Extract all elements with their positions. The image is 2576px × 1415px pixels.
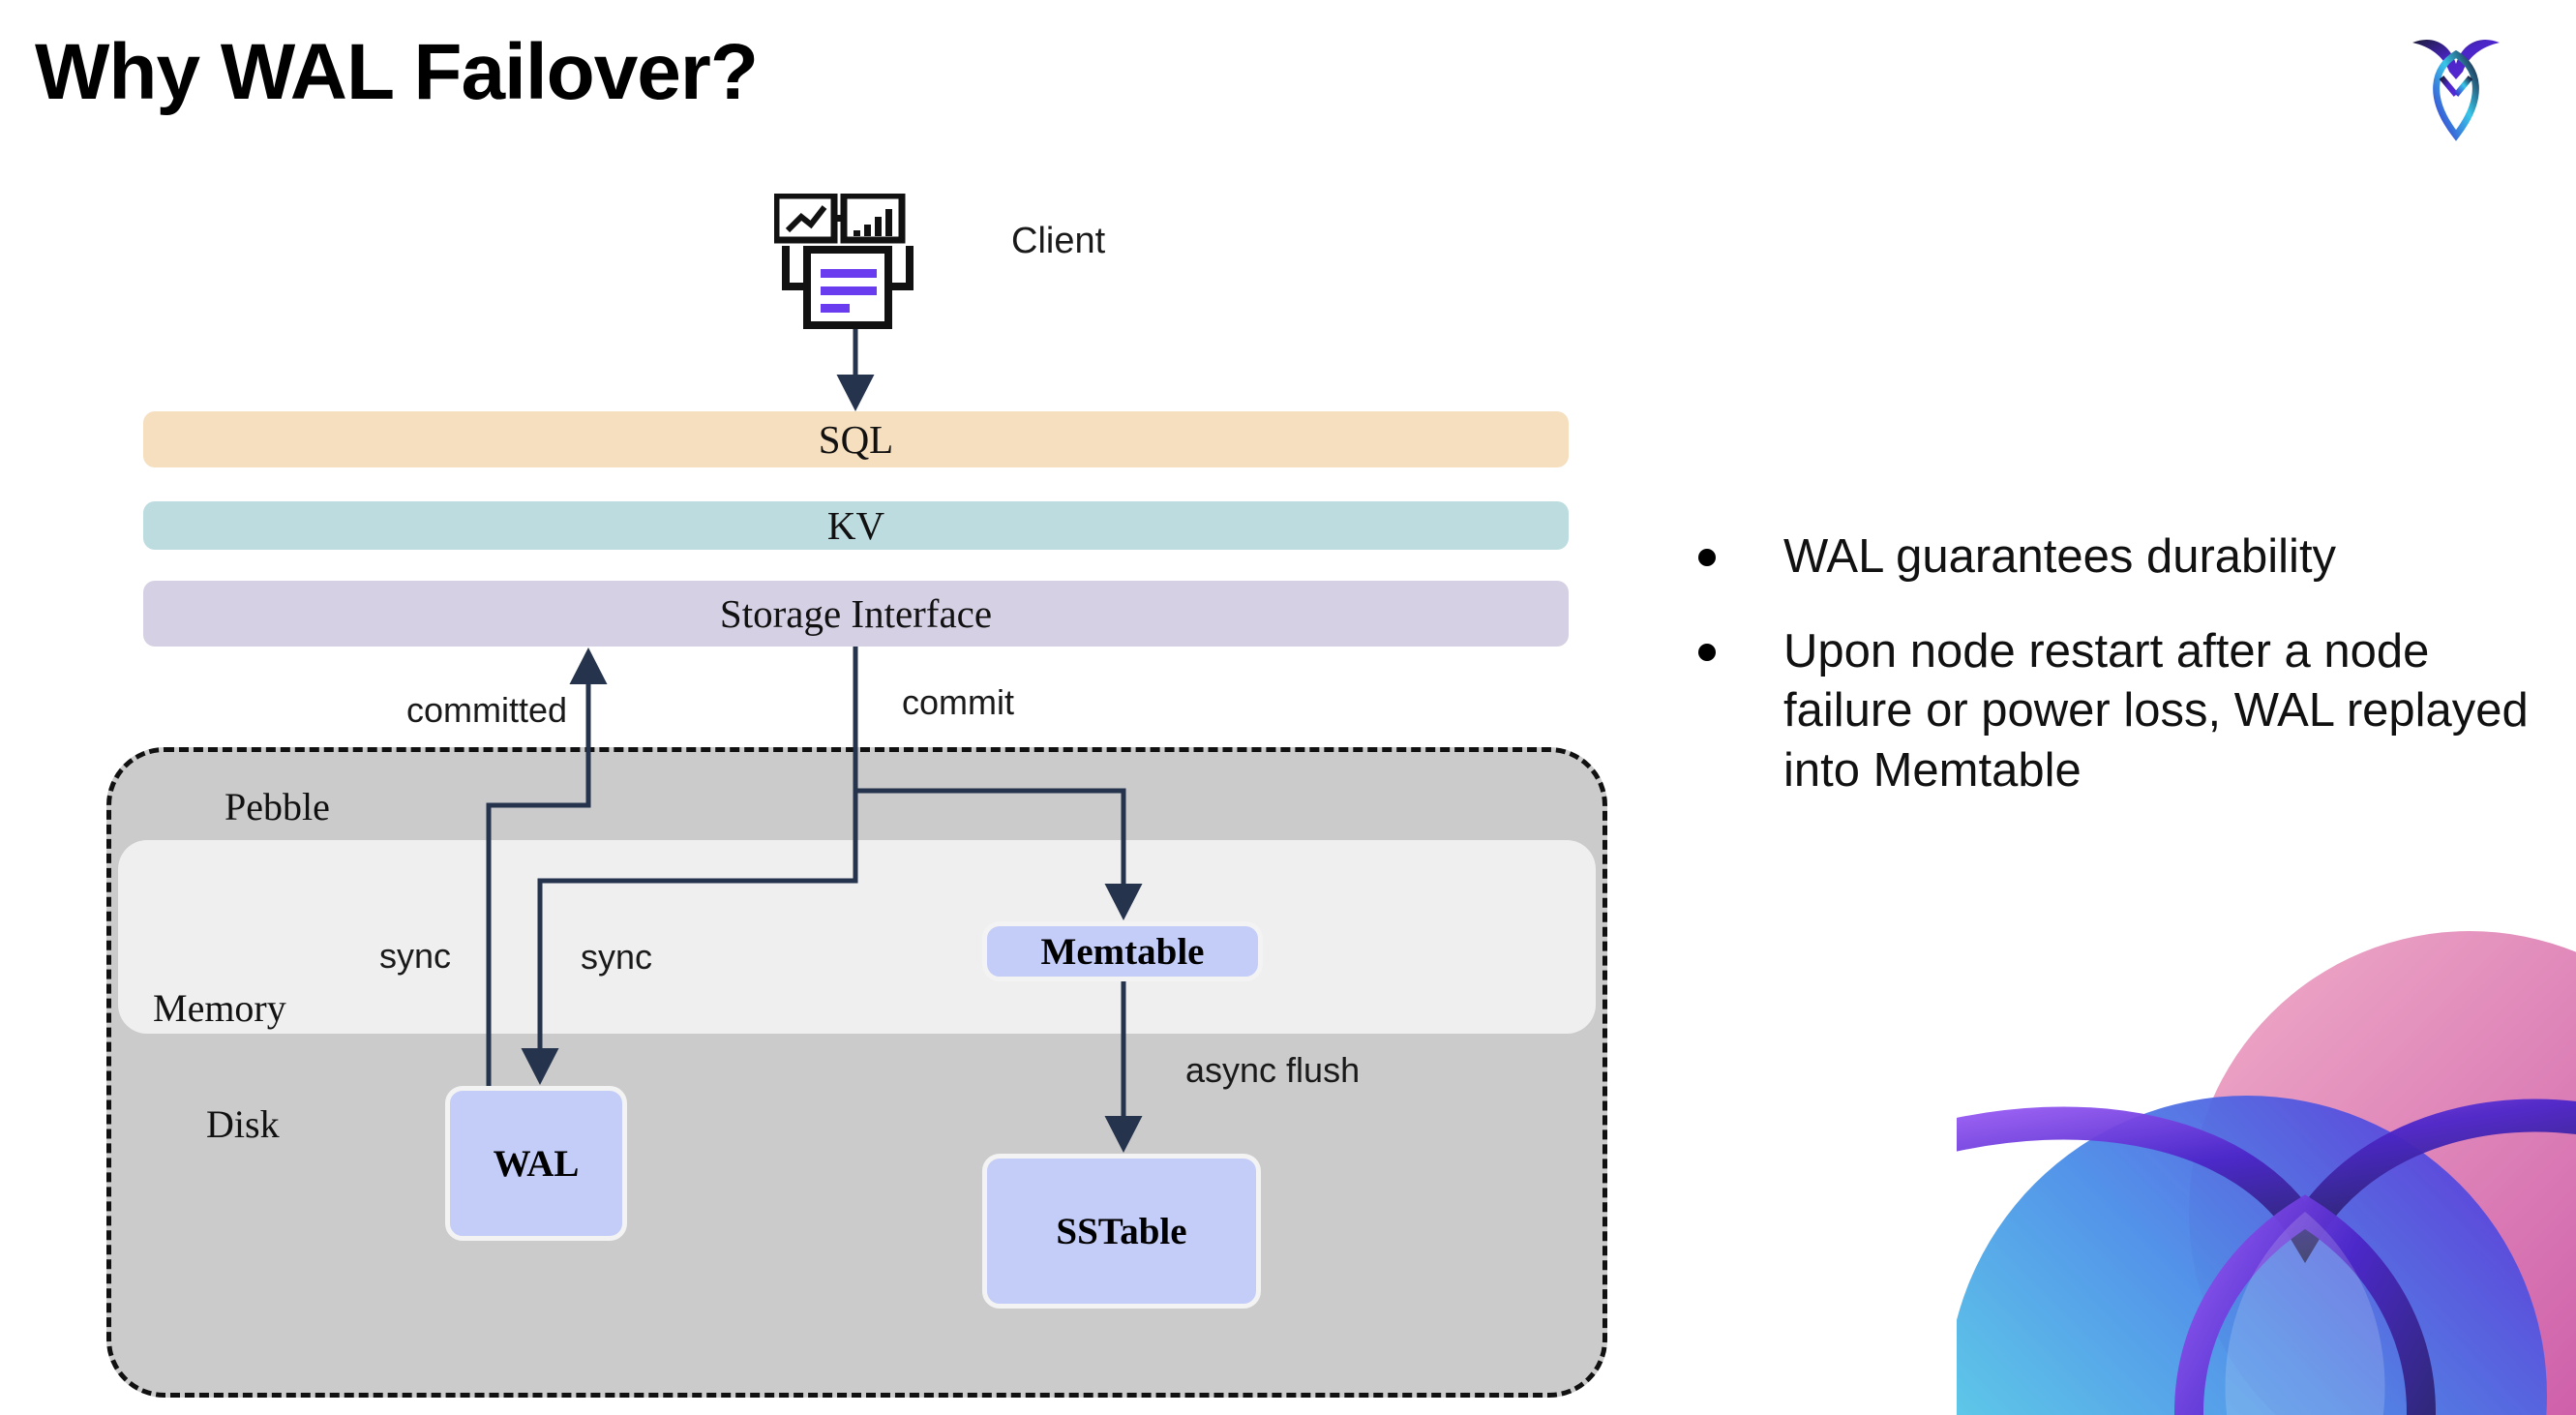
bullet-dot-icon (1698, 549, 1716, 566)
edge-label-commit: commit (902, 682, 1014, 722)
pebble-label: Pebble (225, 785, 330, 828)
client-dashboard-icon (772, 192, 924, 329)
node-sstable: SSTable (982, 1154, 1261, 1309)
cockroach-decorative-logo-icon (1957, 892, 2576, 1415)
edge-label-committed: committed (406, 690, 568, 730)
disk-label: Disk (206, 1102, 280, 1146)
bullet-text: WAL guarantees durability (1783, 530, 2337, 583)
memory-region (118, 840, 1596, 1034)
bullet-dot-icon (1698, 643, 1716, 661)
bullet-list: WAL guarantees durability Upon node rest… (1698, 527, 2531, 836)
edge-label-async-flush: async flush (1185, 1050, 1361, 1090)
bullet-text: Upon node restart after a node failure o… (1783, 624, 2529, 798)
page-title: Why WAL Failover? (35, 28, 759, 116)
node-memtable: Memtable (982, 921, 1263, 981)
edge-label-sync-right: sync (581, 937, 653, 977)
list-item: Upon node restart after a node failure o… (1698, 622, 2531, 801)
stack-bar-sql: SQL (143, 411, 1569, 467)
stack-bar-kv: KV (143, 501, 1569, 550)
cockroach-logo-icon (2403, 21, 2509, 142)
memory-label: Memory (153, 986, 286, 1030)
node-wal: WAL (445, 1086, 627, 1241)
list-item: WAL guarantees durability (1698, 527, 2531, 587)
stack-bar-storage-interface: Storage Interface (143, 581, 1569, 647)
edge-label-sync-left: sync (379, 936, 452, 976)
client-label: Client (1011, 221, 1106, 261)
